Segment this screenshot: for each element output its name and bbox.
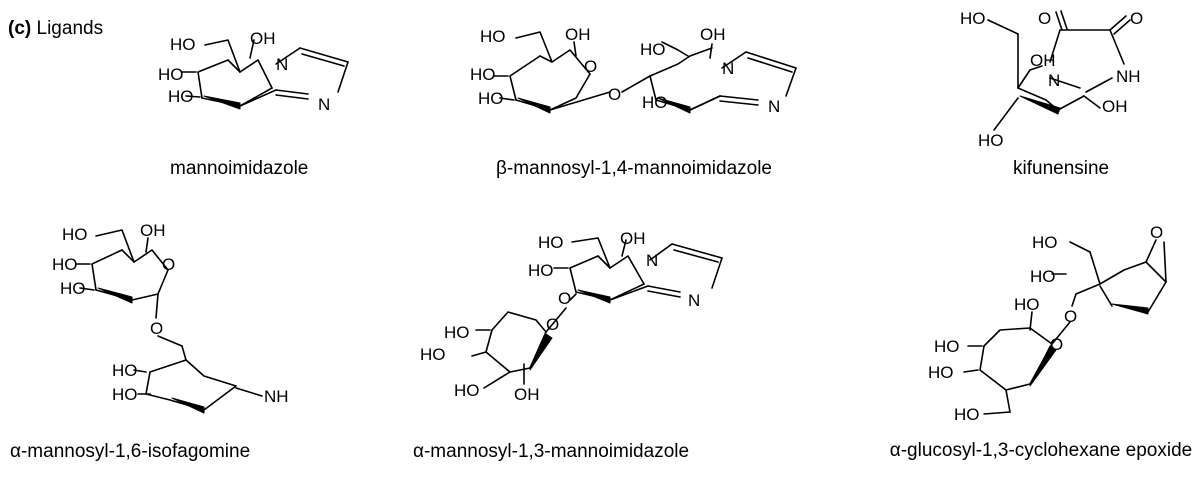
atom-label: N <box>646 251 658 270</box>
atom-label: O <box>1150 223 1163 242</box>
atom-label: O <box>1064 307 1077 326</box>
structure-beta-mannosyl-mannoimidazole: HO HO HO OH O O HO HO OH N N <box>470 25 797 116</box>
atom-label: HO <box>480 27 506 46</box>
atom-label: HO <box>960 9 986 28</box>
atom-label: HO <box>62 225 88 244</box>
caption-alpha-mannosyl-mannoimidazole: α-mannosyl-1,3-mannoimidazole <box>413 441 690 462</box>
caption-mannoimidazole: mannoimidazole <box>170 158 309 179</box>
atom-label: HO <box>52 255 78 274</box>
atom-label: OH <box>140 221 166 240</box>
panel-letter: (c) <box>8 18 32 39</box>
caption-beta-mannosyl-mannoimidazole: β-mannosyl-1,4-mannoimidazole <box>496 158 772 179</box>
atom-label: N <box>276 55 288 74</box>
atom-label: HO <box>954 405 980 424</box>
atom-label: HO <box>642 93 668 112</box>
atom-label: OH <box>250 29 276 48</box>
atom-label: HO <box>454 381 480 400</box>
caption-alpha-glucosyl-epoxide: α-glucosyl-1,3-cyclohexane epoxide <box>889 440 1193 461</box>
atom-label: HO <box>928 363 954 382</box>
atom-label: HO <box>538 233 564 252</box>
structure-alpha-glucosyl-epoxide: HO O HO O HO O HO HO HO <box>928 223 1167 424</box>
atom-label: HO <box>934 337 960 356</box>
caption-kifunensine: kifunensine <box>1013 158 1110 179</box>
atom-label: HO <box>478 89 504 108</box>
atom-label: O <box>1038 9 1051 28</box>
atom-label: HO <box>640 40 666 59</box>
atom-label: N <box>688 291 700 310</box>
atom-label: HO <box>1014 295 1040 314</box>
structure-mannoimidazole: HO HO HO OH N N <box>158 29 349 114</box>
structure-kifunensine: HO O O OH N NH OH HO <box>960 9 1143 150</box>
atom-label: O <box>558 289 571 308</box>
atom-label: HO <box>60 279 86 298</box>
panel-title: Ligands <box>36 18 104 39</box>
caption-alpha-mannosyl-isofagomine: α-mannosyl-1,6-isofagomine <box>10 441 251 462</box>
atom-label: N <box>1048 71 1060 90</box>
atom-label: HO <box>168 87 194 106</box>
atom-label: O <box>162 255 175 274</box>
atom-label: OH <box>700 25 726 44</box>
atom-label: OH <box>1102 97 1128 116</box>
atom-label: OH <box>514 385 540 404</box>
atom-label: O <box>546 315 559 334</box>
atom-label: HO <box>158 65 184 84</box>
panel-label: (c) Ligands <box>8 18 103 40</box>
atom-label: HO <box>470 65 496 84</box>
atom-label: HO <box>420 345 446 364</box>
atom-label: O <box>150 319 163 338</box>
atom-label: NH <box>1116 67 1141 86</box>
atom-label: HO <box>112 385 138 404</box>
atom-label: N <box>768 97 780 116</box>
atom-label: HO <box>1032 233 1058 252</box>
atom-label: O <box>584 57 597 76</box>
atom-label: N <box>722 59 734 78</box>
atom-label: OH <box>620 229 646 248</box>
atom-label: HO <box>1030 267 1056 286</box>
atom-label: NH <box>264 387 289 406</box>
structure-alpha-mannosyl-isofagomine: HO HO HO OH O O HO HO NH <box>52 221 289 414</box>
structure-alpha-mannosyl-mannoimidazole: HO HO OH N N O O HO HO HO OH <box>420 229 723 404</box>
atom-label: O <box>1050 335 1063 354</box>
atom-label: HO <box>112 361 138 380</box>
atom-label: HO <box>978 131 1004 150</box>
atom-label: O <box>608 85 621 104</box>
atom-label: HO <box>528 261 554 280</box>
atom-label: OH <box>1030 51 1056 70</box>
atom-label: HO <box>444 323 470 342</box>
atom-label: HO <box>170 35 196 54</box>
atom-label: N <box>318 95 330 114</box>
atom-label: OH <box>565 25 591 44</box>
atom-label: O <box>1130 9 1143 28</box>
